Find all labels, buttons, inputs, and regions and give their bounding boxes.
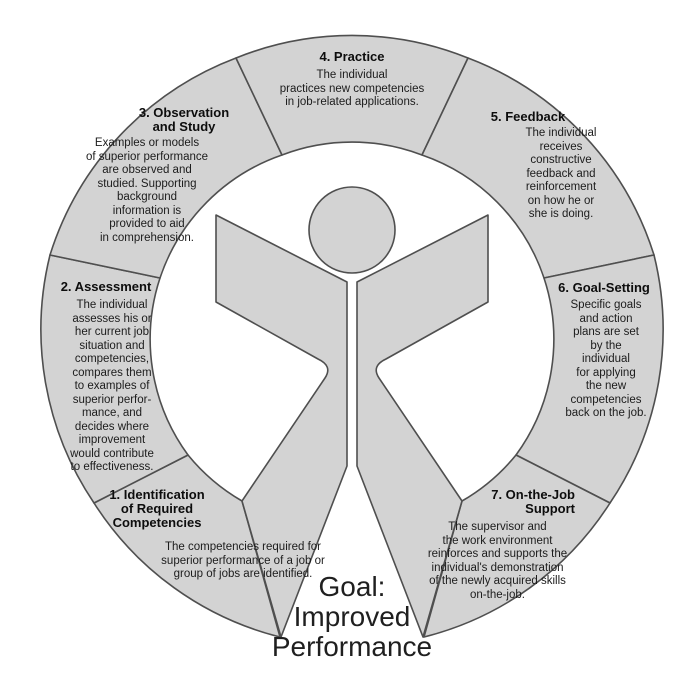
ring-segment-1-shape <box>93 454 281 638</box>
segment-1-title: 1. Identification of Required Competenci… <box>109 487 205 530</box>
segment-6-title: 6. Goal-Setting <box>558 280 650 295</box>
segment-2-title: 2. Assessment <box>60 279 152 294</box>
segment-5-body: The individual receives constructive fee… <box>525 127 597 220</box>
segment-4-title: 4. Practice <box>319 49 385 64</box>
segment-6-body: Specific goals and action plans are set … <box>565 299 647 419</box>
segment-2-body: The individual assesses his or her curre… <box>70 299 154 473</box>
segment-1-body: The competencies required for superior p… <box>161 541 325 580</box>
segment-3-body: Examples or models of superior performan… <box>85 137 209 244</box>
figure-right-half <box>356 214 489 638</box>
segment-7-body: The supervisor and the work environment … <box>427 521 568 601</box>
figure-head <box>308 186 396 274</box>
segment-3-title: 3. Observation and Study <box>138 105 230 134</box>
segment-5-title: 5. Feedback <box>490 109 566 124</box>
figure-left-half <box>215 214 348 638</box>
segment-4-body: The individual practices new competencie… <box>279 69 425 108</box>
goal-label: Goal: Improved Performance <box>271 571 433 662</box>
segment-7-title: 7. On-the-Job Support <box>491 487 575 516</box>
ring-segment-7-shape <box>423 454 611 638</box>
